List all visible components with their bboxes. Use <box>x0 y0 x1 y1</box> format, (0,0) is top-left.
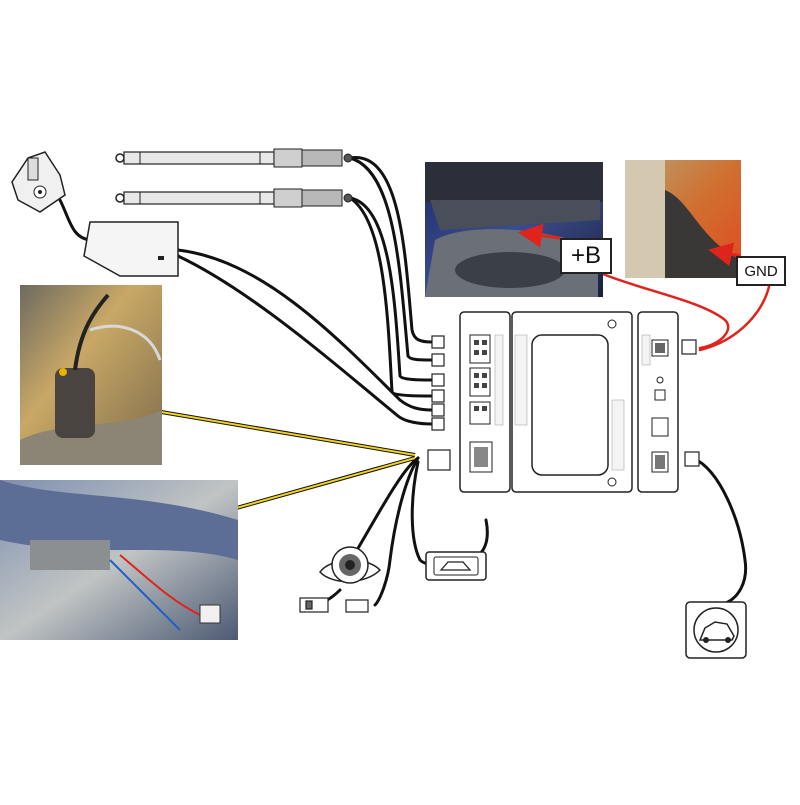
controller-left-module <box>459 311 511 493</box>
controller-main-unit <box>511 311 633 493</box>
photo-tailgate-hinge <box>0 480 238 640</box>
sensor-plugs <box>299 597 369 613</box>
photo-trunk-battery <box>425 162 603 297</box>
kick-sensor-icon <box>319 546 382 584</box>
latch-module <box>83 221 179 277</box>
plus-b-label: +B <box>560 238 612 274</box>
trunk-switch-icon <box>685 601 747 659</box>
power-wires <box>596 270 772 352</box>
tailgate-latch <box>11 151 66 213</box>
controller-right-module <box>637 311 679 493</box>
car-trunk-icon <box>425 551 487 581</box>
photo-harness-sensor <box>20 285 162 465</box>
gas-strut-top <box>115 148 353 168</box>
photo-ground-point <box>625 160 741 278</box>
gas-strut-bottom <box>115 188 353 208</box>
gnd-label: GND <box>736 256 786 286</box>
connector-plugs <box>427 335 700 471</box>
pointer-arrows <box>103 393 416 546</box>
